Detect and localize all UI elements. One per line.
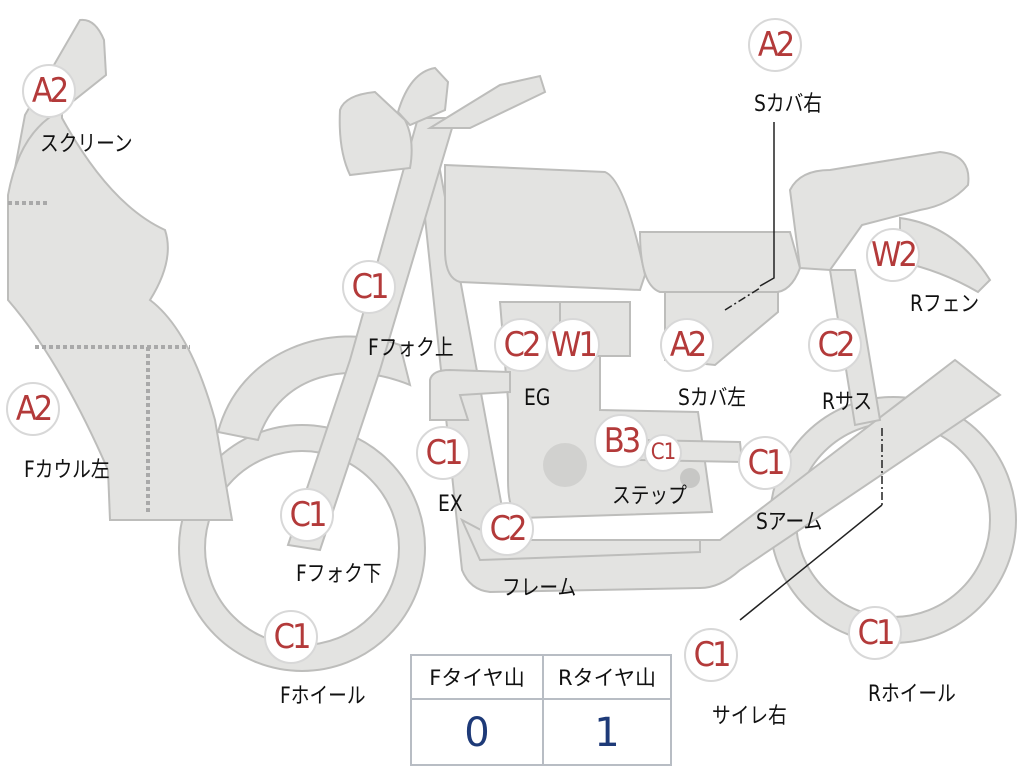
grade-badge-step-c1[interactable]: C1 [644, 434, 682, 472]
grade-badge-front-wheel[interactable]: C1 [264, 610, 318, 664]
rear-tread-header: Rタイヤ山 [544, 656, 670, 700]
label-exhaust: EX [438, 492, 463, 517]
grade-badge-rear-wheel[interactable]: C1 [848, 606, 902, 660]
label-fork-lower: Fフォク下 [296, 562, 382, 587]
label-front-cowl-left: Fカウル左 [24, 458, 110, 483]
grade-badge-rear-suspension[interactable]: C2 [808, 318, 862, 372]
label-step: ステップ [612, 484, 687, 509]
grade-badge-swing-arm[interactable]: C1 [738, 436, 792, 490]
label-fork-upper: Fフォク上 [368, 336, 454, 361]
seat-shape [638, 231, 802, 294]
label-rear-wheel: Rホイール [868, 682, 956, 707]
label-silencer-right: サイレ右 [712, 704, 787, 729]
grade-badge-fork-upper[interactable]: C1 [342, 260, 396, 314]
front-tread-header: Fタイヤ山 [412, 656, 542, 700]
fuel-tank-shape [444, 163, 647, 292]
frame-shape [418, 169, 1002, 594]
grade-badge-engine-c2[interactable]: C2 [494, 318, 548, 372]
grade-badge-frame[interactable]: C2 [480, 502, 534, 556]
grade-badge-silencer-right[interactable]: C1 [684, 628, 738, 682]
label-swing-arm: Sアーム [756, 510, 823, 535]
exhaust-shape [429, 368, 511, 421]
rear-fender-shape [899, 216, 992, 294]
grade-badge-exhaust[interactable]: C1 [416, 426, 470, 480]
grade-badge-engine-w1[interactable]: W1 [546, 318, 600, 372]
tail-cowl-shape [788, 150, 970, 272]
table-divider [542, 656, 544, 766]
label-frame: フレーム [502, 576, 577, 601]
grade-badge-front-cowl-left[interactable]: A2 [6, 382, 60, 436]
label-rear-suspension: Rサス [822, 390, 873, 415]
rear-tread-value: 1 [594, 710, 620, 756]
grade-badge-side-cover-left[interactable]: A2 [660, 318, 714, 372]
front-tread-value: 0 [464, 710, 490, 756]
label-side-cover-left: Sカバ左 [678, 386, 746, 411]
grade-badge-step-b3[interactable]: B3 [594, 414, 648, 468]
label-screen: スクリーン [40, 132, 133, 157]
label-side-cover-right: Sカバ右 [754, 92, 822, 117]
grade-badge-fork-lower[interactable]: C1 [280, 488, 334, 542]
grade-badge-rear-fender[interactable]: W2 [866, 228, 920, 282]
label-rear-fender: Rフェン [910, 292, 980, 317]
grade-badge-side-cover-right[interactable]: A2 [748, 18, 802, 72]
tread-depth-table: Fタイヤ山 Rタイヤ山 0 1 [410, 654, 672, 766]
grade-badge-screen[interactable]: A2 [22, 64, 76, 118]
label-engine: EG [524, 386, 551, 411]
label-front-wheel: Fホイール [280, 684, 366, 709]
